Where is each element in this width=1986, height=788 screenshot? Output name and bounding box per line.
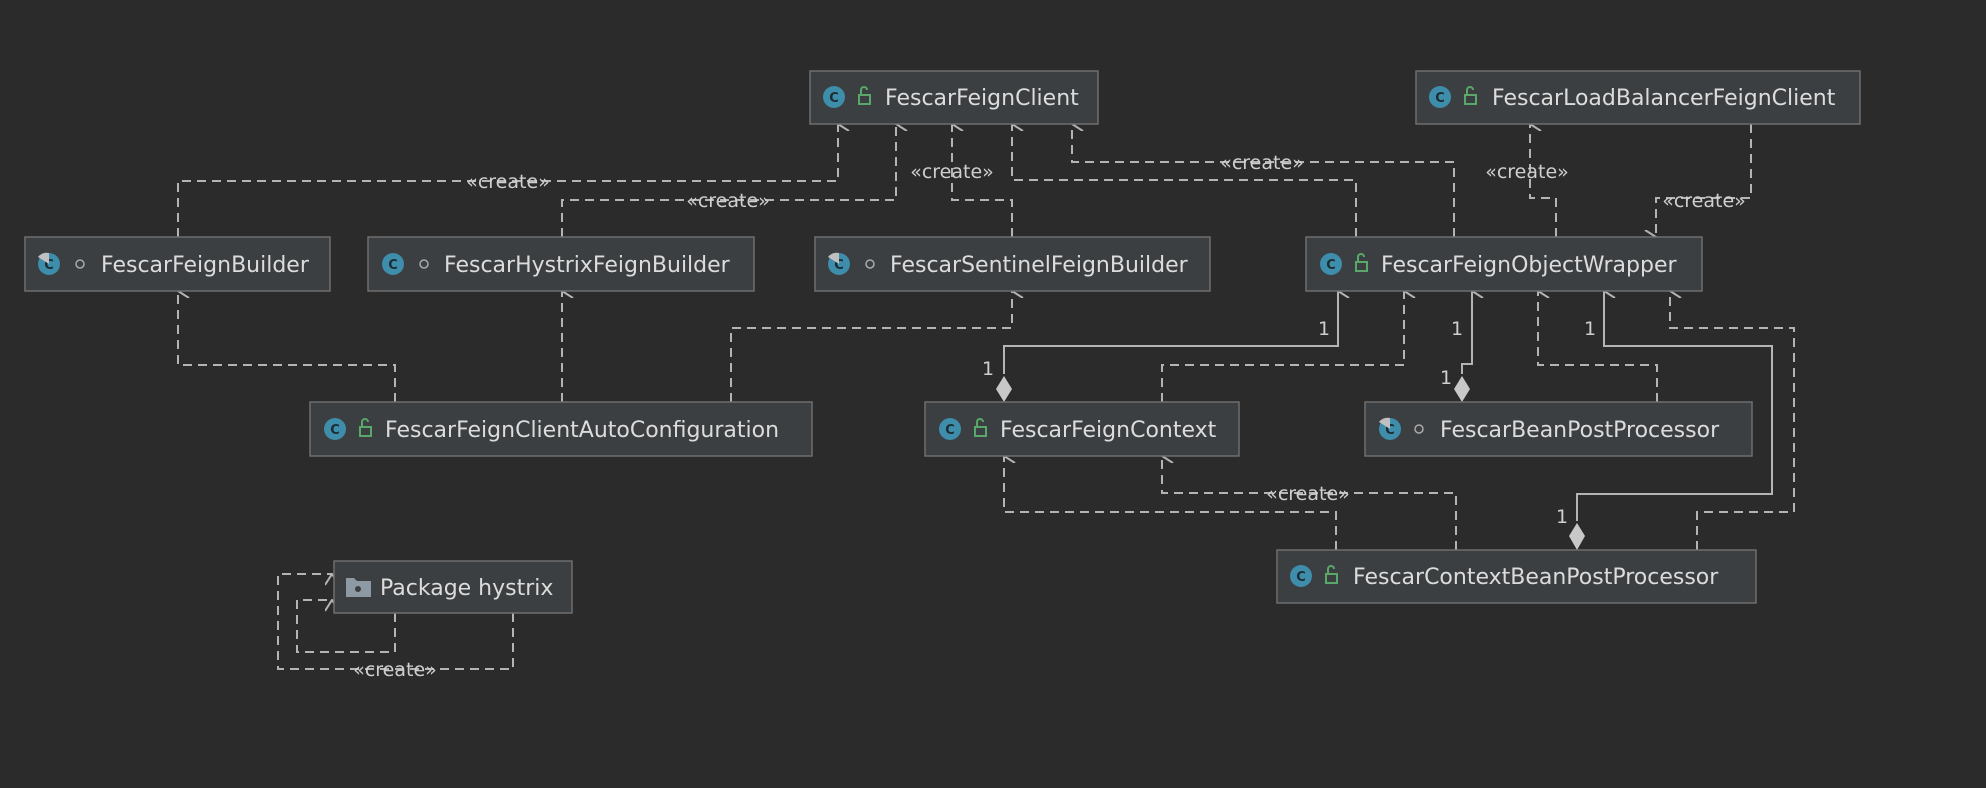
public-lock-icon — [1325, 565, 1338, 584]
multiplicity-label: 1 — [1440, 367, 1452, 389]
svg-text:C: C — [1385, 423, 1395, 438]
edge-wrapper-to-lb-client[interactable] — [1529, 124, 1557, 237]
svg-text:C: C — [388, 258, 398, 273]
create-label-sentinel-builder: «create» — [910, 161, 994, 183]
package-visibility-icon — [865, 259, 875, 269]
public-lock-icon — [974, 418, 987, 437]
edge-ctxbeanpost-to-wrapper[interactable] — [1669, 291, 1795, 550]
edge-beanpost-composition-wrapper[interactable] — [1461, 291, 1472, 374]
package-visibility-icon — [419, 259, 429, 269]
edge-labels: «create» «create» «create» «create» «cre… — [353, 152, 1746, 681]
package-visibility-icon — [1414, 424, 1424, 434]
edge-wrapper-to-client[interactable] — [1011, 124, 1357, 237]
create-label-wrapper-client: «create» — [1220, 152, 1304, 174]
edge-context-to-wrapper[interactable] — [1161, 291, 1404, 402]
edge-ctxbeanpost-to-context[interactable] — [1003, 456, 1337, 550]
edges — [177, 124, 1795, 670]
multiplicity-label: 1 — [1318, 318, 1330, 340]
composition-diamond-ctxbeanpost — [1569, 523, 1585, 550]
multiplicity-label: 1 — [1556, 506, 1568, 528]
create-label-ctxbeanpost-context: «create» — [1266, 483, 1350, 505]
class-name: FescarContextBeanPostProcessor — [1353, 565, 1719, 590]
class-node-fescar-feign-object-wrapper[interactable]: C FescarFeignObjectWrapper — [1305, 236, 1703, 292]
class-node-fescar-context-bean-post-processor[interactable]: C FescarContextBeanPostProcessor — [1276, 549, 1757, 604]
edge-package-self[interactable] — [296, 599, 396, 653]
svg-text:C: C — [1296, 570, 1306, 585]
package-node-hystrix[interactable]: Package hystrix — [333, 560, 573, 614]
class-name: FescarFeignObjectWrapper — [1381, 253, 1677, 278]
package-visibility-icon — [75, 259, 85, 269]
edge-sentinel-builder-to-client[interactable] — [951, 124, 1013, 237]
class-node-fescar-hystrix-feign-builder[interactable]: C FescarHystrixFeignBuilder — [367, 236, 755, 292]
class-icon: C — [382, 253, 404, 275]
edge-beanpost-to-wrapper[interactable] — [1537, 291, 1658, 402]
edge-lb-client-to-wrapper[interactable] — [1656, 124, 1752, 237]
class-name: FescarFeignBuilder — [101, 253, 310, 278]
class-name: FescarFeignContext — [1000, 418, 1217, 443]
multiplicity-label: 1 — [1584, 318, 1596, 340]
class-node-fescar-bean-post-processor[interactable]: C FescarBeanPostProcessor — [1364, 401, 1753, 457]
class-node-fescar-feign-context[interactable]: C FescarFeignContext — [924, 401, 1240, 457]
svg-text:C: C — [1326, 258, 1336, 273]
edge-ctxbeanpost-to-context-create[interactable] — [1161, 456, 1457, 550]
class-node-fescar-sentinel-feign-builder[interactable]: C FescarSentinelFeignBuilder — [814, 236, 1211, 292]
class-icon: C — [1320, 253, 1342, 275]
svg-text:C: C — [945, 423, 955, 438]
composition-diamond-beanpost — [1454, 376, 1470, 402]
composition-diamond-context — [996, 376, 1012, 402]
create-label-builder: «create» — [466, 171, 550, 193]
class-icon: C — [1379, 417, 1401, 440]
class-node-fescar-feign-builder[interactable]: C FescarFeignBuilder — [24, 236, 331, 292]
svg-text:C: C — [1435, 91, 1445, 106]
class-name: FescarFeignClient — [885, 86, 1079, 111]
create-label-package-self: «create» — [353, 659, 437, 681]
public-lock-icon — [858, 86, 871, 105]
nodes: C FescarFeignClient C FescarLoadBalancer… — [24, 70, 1861, 614]
multiplicity-label: 1 — [1451, 318, 1463, 340]
svg-text:C: C — [44, 258, 54, 273]
edge-context-composition-wrapper[interactable] — [1003, 291, 1338, 374]
class-name: FescarHystrixFeignBuilder — [444, 253, 731, 278]
svg-text:C: C — [834, 258, 844, 273]
class-node-fescar-load-balancer-feign-client[interactable]: C FescarLoadBalancerFeignClient — [1415, 70, 1861, 125]
class-icon: C — [828, 252, 850, 275]
create-label-lb-wrapper: «create» — [1662, 190, 1746, 212]
edge-autoconfig-to-builder[interactable] — [177, 291, 396, 402]
class-name: FescarFeignClientAutoConfiguration — [385, 418, 779, 443]
edge-ctxbeanpost-composition-wrapper[interactable] — [1576, 291, 1773, 521]
create-label-hystrix-builder: «create» — [686, 190, 770, 212]
edge-autoconfig-to-sentinel-builder[interactable] — [730, 291, 1012, 402]
public-lock-icon — [359, 418, 372, 437]
class-icon: C — [38, 252, 60, 275]
class-name: FescarBeanPostProcessor — [1440, 418, 1720, 443]
class-node-fescar-feign-client[interactable]: C FescarFeignClient — [809, 70, 1099, 125]
svg-text:C: C — [330, 423, 340, 438]
public-lock-icon — [1464, 86, 1477, 105]
package-name: Package hystrix — [380, 576, 553, 601]
class-icon: C — [324, 418, 346, 440]
svg-text:C: C — [829, 91, 839, 106]
class-icon: C — [1290, 565, 1312, 587]
class-icon: C — [1429, 86, 1451, 108]
edge-wrapper-to-client-create[interactable] — [1071, 124, 1455, 237]
folder-icon — [346, 578, 371, 597]
class-node-fescar-feign-client-auto-configuration[interactable]: C FescarFeignClientAutoConfiguration — [309, 401, 813, 457]
create-label-wrapper-lb: «create» — [1485, 161, 1569, 183]
public-lock-icon — [1355, 253, 1368, 272]
edge-hystrix-builder-to-client[interactable] — [561, 124, 896, 237]
class-name: FescarLoadBalancerFeignClient — [1492, 86, 1836, 111]
class-icon: C — [823, 86, 845, 108]
class-icon: C — [939, 418, 961, 440]
edge-package-self-create[interactable] — [277, 573, 514, 670]
class-name: FescarSentinelFeignBuilder — [890, 253, 1189, 278]
multiplicity-label: 1 — [982, 358, 994, 380]
